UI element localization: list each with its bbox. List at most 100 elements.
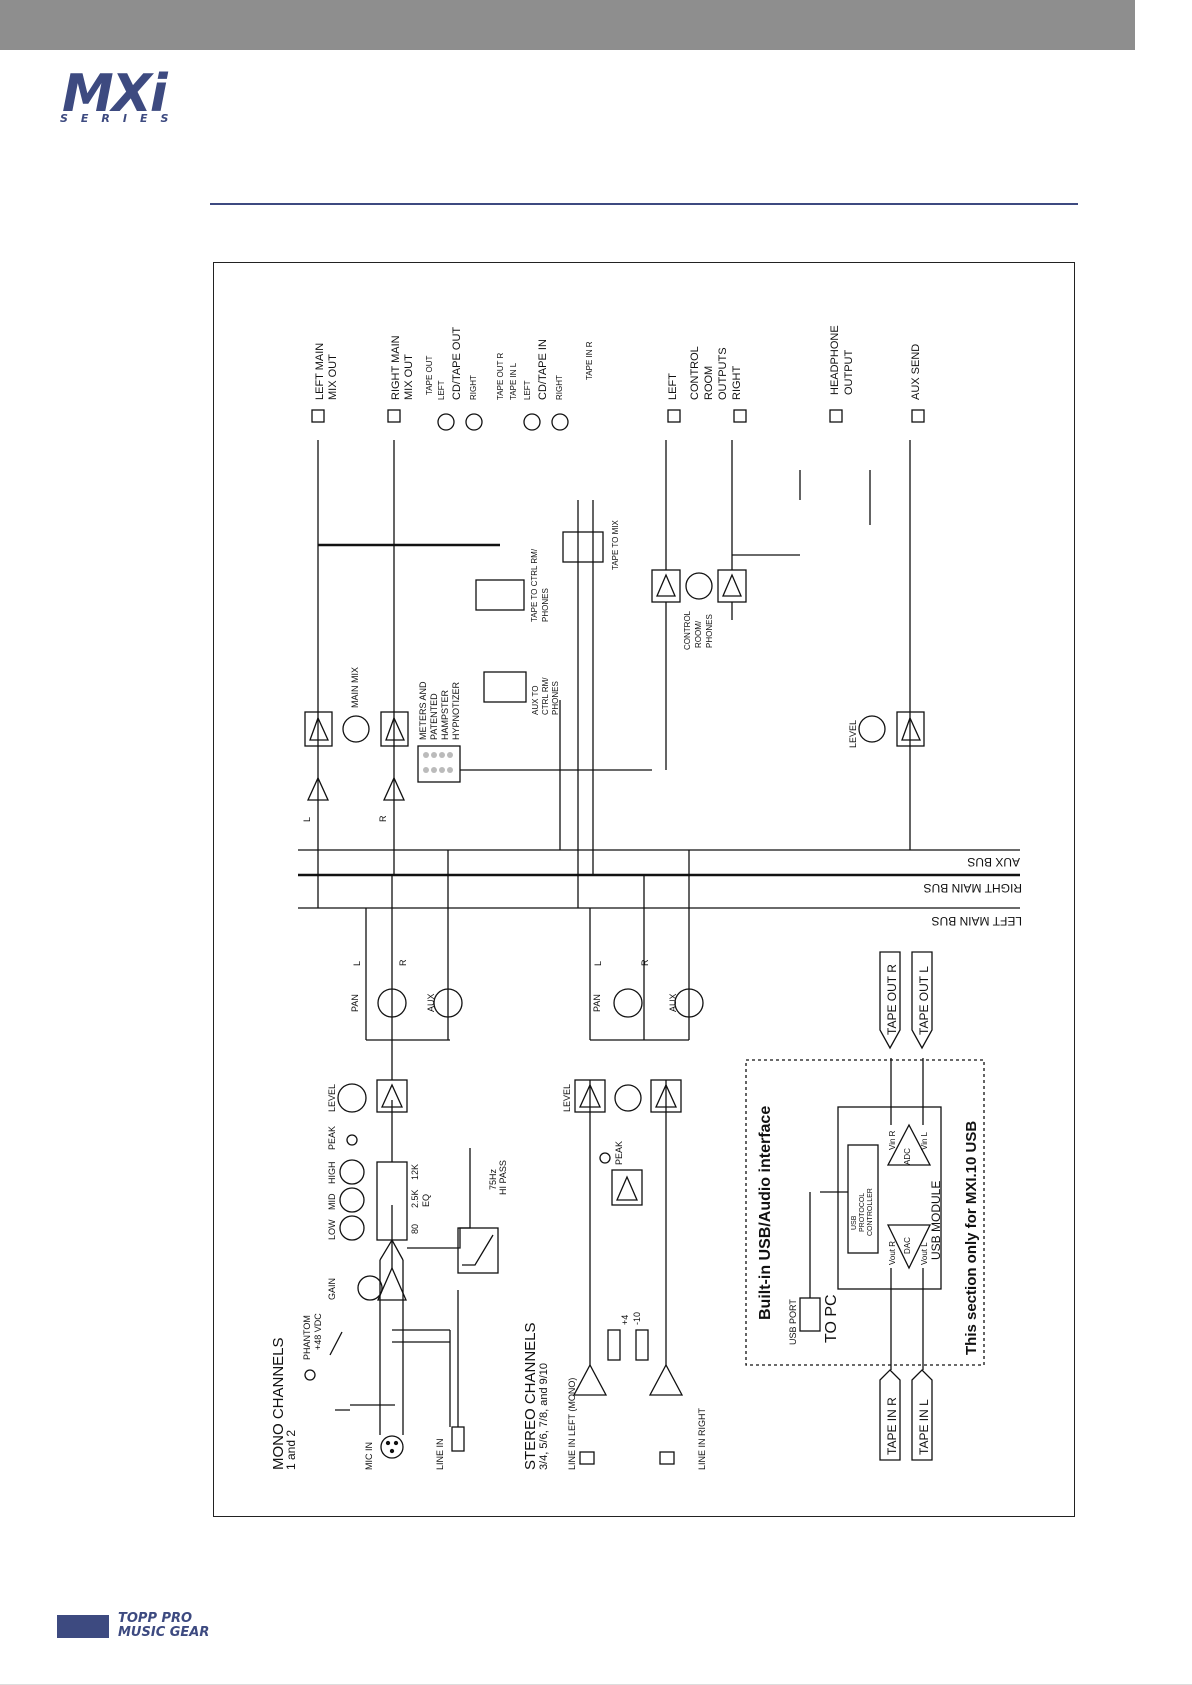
cd-in-left-label: LEFT — [523, 380, 532, 400]
mic-in-label: MIC IN — [364, 1442, 374, 1470]
stereo-l-label: L — [593, 961, 603, 966]
mono-aux-label: AUX — [426, 993, 436, 1012]
tape-to-mix-label: TAPE TO MIX — [611, 520, 620, 570]
right-main-fader — [380, 711, 409, 747]
aux-send-level-knob — [858, 715, 886, 743]
cd-in-label: CD/TAPE IN — [537, 339, 549, 400]
aux-to-ctrl-label-3: PHONES — [551, 681, 560, 715]
cd-tape-out-left-jack — [437, 413, 455, 431]
aux-send-jack — [911, 409, 925, 423]
left-main-fader — [304, 711, 333, 747]
cd-out-right-label: RIGHT — [469, 375, 478, 400]
left-main-out-label-1: LEFT MAIN — [314, 343, 326, 400]
aux-send-level-label: LEVEL — [848, 720, 858, 748]
left-main-bus-label: LEFT MAIN BUS — [932, 914, 1022, 928]
usb-port-box — [799, 1297, 821, 1332]
aux-send-fader — [896, 711, 925, 747]
ctrl-room-label-1: CONTROL — [683, 610, 692, 650]
cd-out-left-label: LEFT — [437, 380, 446, 400]
ctrl-out-label-3: OUTPUTS — [717, 347, 729, 400]
mono-subtitle: 1 and 2 — [284, 1430, 298, 1470]
ctrl-left-out-jack — [667, 409, 681, 423]
footer-brand-box — [57, 1615, 109, 1638]
meters-label-2: PATENTED — [429, 693, 439, 740]
ctrl-right-out-jack — [733, 409, 747, 423]
mono-mid-knob — [339, 1187, 365, 1213]
header-bar — [0, 0, 1135, 50]
aux-to-ctrl-label-1: AUX TO — [531, 686, 540, 716]
ctrl-room-label-2: ROOM/ — [694, 620, 703, 648]
adc-block — [886, 1123, 932, 1166]
tape-to-ctrl-label-2: PHONES — [541, 588, 550, 622]
right-main-bus-label: RIGHT MAIN BUS — [924, 881, 1022, 895]
stereo-line-right-label: LINE IN RIGHT — [697, 1407, 707, 1470]
stereo-level-knob — [614, 1084, 642, 1112]
mono-gain-knob — [357, 1275, 383, 1301]
adc-label: ADC — [903, 1148, 912, 1165]
meters-label-1: METERS AND — [418, 681, 428, 740]
left-main-out-label-2: MIX OUT — [327, 354, 339, 400]
right-input-amp — [382, 776, 406, 801]
tape-out-r-tag: TAPE OUT R — [496, 353, 505, 400]
stereo-line-left-label: LINE IN LEFT (MONO) — [567, 1378, 577, 1470]
right-main-out-label-2: MIX OUT — [403, 354, 415, 400]
stereo-r-label: R — [640, 959, 650, 966]
stereo-line-left-jack — [579, 1451, 595, 1465]
stereo-right-input-amp — [648, 1363, 684, 1396]
logo-main-text: MXi — [62, 64, 168, 124]
dac-block — [886, 1224, 932, 1270]
footer-brand-line2: MUSIC GEAR — [118, 1625, 210, 1640]
main-mix-label: MAIN MIX — [350, 667, 360, 708]
tape-in-l-arrow — [911, 1369, 933, 1461]
meters-label-4: HYPNOTIZER — [451, 681, 461, 740]
low-label: LOW — [327, 1219, 337, 1240]
tape-to-ctrl-label-1: TAPE TO CTRL RM/ — [530, 548, 539, 622]
footer-brand-line1: TOPP PRO — [118, 1611, 193, 1626]
footer-brand: TOPP PRO MUSIC GEAR — [118, 1612, 209, 1640]
usb-module-box — [837, 1106, 942, 1290]
meters-label-3: HAMPSTER — [440, 689, 450, 740]
mid-label: MID — [327, 1193, 337, 1210]
ctrl-out-label-1: CONTROL — [689, 346, 701, 400]
aux-to-ctrl-switch — [483, 671, 527, 703]
eq-25k-label: 2.5K — [410, 1189, 420, 1208]
usb-module-label: USB MODULE — [929, 1181, 943, 1260]
mono-gain-amp — [377, 1266, 407, 1301]
aux-bus-label: AUX BUS — [967, 855, 1020, 869]
stereo-level-left — [574, 1079, 606, 1113]
meters-block — [417, 745, 461, 783]
master-l-label: L — [302, 817, 312, 822]
stereo-peak-label: PEAK — [614, 1141, 624, 1165]
stereo-title: STEREO CHANNELS — [522, 1322, 539, 1470]
usb-controller-box — [847, 1144, 879, 1254]
left-main-out-jack — [311, 409, 325, 423]
controller-label-2: PROTOCOL — [859, 1193, 866, 1232]
tape-out-tag: TAPE OUT — [425, 355, 434, 395]
mono-title: MONO CHANNELS — [270, 1337, 287, 1470]
eq-12k-label: 12K — [410, 1164, 420, 1180]
stereo-peak-led-icon — [599, 1152, 611, 1164]
right-main-out-label-1: RIGHT MAIN — [390, 335, 402, 400]
stereo-subtitle: 3/4, 5/6, 7/8, and 9/10 — [538, 1363, 550, 1470]
controller-label-3: CONTROLLER — [867, 1188, 874, 1236]
usb-note: This section only for MXI.10 USB — [963, 1121, 980, 1355]
stereo-aux-label: AUX — [668, 993, 678, 1012]
tape-out-r-arrow — [879, 951, 901, 1050]
stereo-peak-block — [611, 1169, 643, 1206]
mxi-series-logo: MXi SERIES — [56, 64, 246, 126]
usb-tape-in-r-label: TAPE IN R — [885, 1397, 899, 1455]
gain-label: GAIN — [327, 1278, 337, 1300]
tape-out-l-arrow — [911, 951, 933, 1050]
ctrl-out-left-label: LEFT — [667, 373, 679, 400]
main-mix-knob — [342, 715, 370, 743]
aux-send-label: AUX SEND — [910, 344, 922, 400]
diagram-frame — [213, 262, 1075, 1517]
mono-high-knob — [339, 1159, 365, 1185]
plus4-label: +4 — [620, 1315, 630, 1325]
eq-label: EQ — [421, 1194, 431, 1207]
mono-low-knob — [339, 1215, 365, 1241]
ctrl-out-right-label: RIGHT — [731, 366, 743, 401]
ctrl-out-label-2: ROOM — [703, 366, 715, 400]
line-in-label: LINE IN — [435, 1438, 445, 1470]
